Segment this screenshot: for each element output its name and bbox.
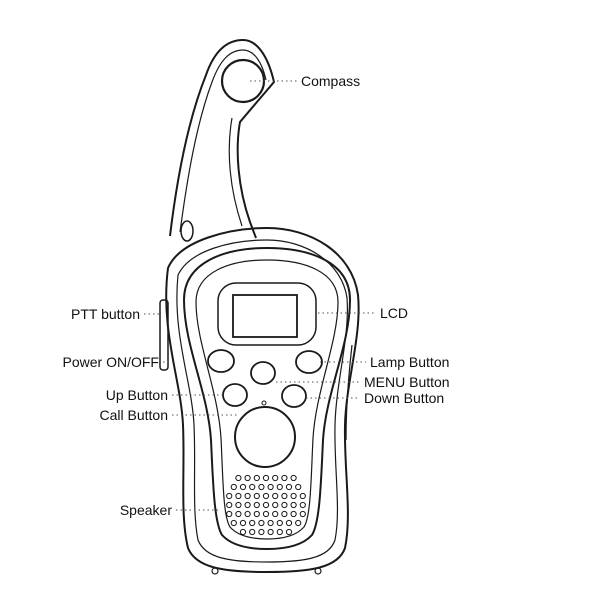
down-button — [281, 384, 307, 408]
device-drawing — [159, 38, 360, 575]
up-button — [222, 383, 248, 407]
antenna-side-button — [180, 220, 194, 242]
grille-hole — [253, 501, 260, 509]
grille-hole — [253, 510, 260, 518]
lcd-bezel — [217, 282, 317, 346]
grille-hole — [249, 519, 256, 527]
grille-hole — [244, 474, 251, 482]
grille-hole — [267, 483, 274, 491]
grille-hole — [226, 492, 233, 500]
grille-hole — [239, 483, 247, 491]
call-button-circle — [234, 406, 296, 468]
label-down: Down Button — [364, 390, 444, 406]
grille-hole — [249, 528, 256, 536]
grille-hole — [276, 528, 283, 536]
lcd-screen — [232, 294, 298, 338]
grille-hole — [253, 492, 260, 500]
antenna-inner-back — [228, 117, 243, 227]
compass-dial — [220, 58, 266, 104]
body-inner — [176, 239, 349, 563]
grille-hole — [272, 474, 279, 482]
grille-hole — [276, 519, 283, 527]
antenna-outer — [169, 38, 276, 239]
grille-hole — [258, 483, 265, 491]
grille-hole — [281, 492, 288, 500]
grille-hole — [235, 510, 242, 518]
speaker-grille — [226, 474, 306, 536]
right-grip-ridge — [345, 344, 353, 441]
grille-hole — [262, 501, 270, 509]
grille-hole — [290, 510, 297, 518]
grille-hole — [262, 474, 270, 482]
antenna-inner — [179, 49, 267, 233]
label-power: Power ON/OFF — [63, 354, 159, 370]
foot-left — [211, 567, 219, 575]
lamp-button — [295, 350, 323, 374]
grille-hole — [285, 519, 293, 527]
grille-hole — [258, 528, 265, 536]
grille-hole — [272, 492, 279, 500]
grille-hole — [235, 492, 242, 500]
grille-hole — [249, 483, 256, 491]
label-compass: Compass — [301, 73, 360, 89]
grille-hole — [272, 501, 279, 509]
menu-button — [250, 361, 276, 385]
grille-hole — [239, 528, 247, 536]
grille-hole — [285, 483, 293, 491]
grille-hole — [244, 492, 251, 500]
front-panel — [182, 246, 352, 551]
grille-hole — [226, 510, 233, 518]
grille-hole — [262, 492, 270, 500]
grille-hole — [299, 510, 306, 518]
grille-hole — [258, 519, 265, 527]
grille-hole — [244, 501, 251, 509]
indicator-dot — [261, 400, 267, 406]
grille-hole — [267, 519, 274, 527]
body-outer — [165, 226, 360, 574]
label-lcd: LCD — [380, 305, 408, 321]
grille-hole — [272, 510, 279, 518]
grille-hole — [295, 483, 302, 491]
label-ptt: PTT button — [71, 306, 140, 322]
label-speaker: Speaker — [120, 502, 172, 518]
grille-hole — [267, 528, 274, 536]
grille-hole — [299, 492, 306, 500]
front-panel-inner — [195, 259, 339, 540]
grille-hole — [253, 474, 260, 482]
grille-hole — [281, 474, 288, 482]
label-lamp: Lamp Button — [370, 354, 449, 370]
grille-hole — [235, 501, 242, 509]
grille-hole — [244, 510, 251, 518]
grille-hole — [299, 501, 306, 509]
grille-hole — [276, 483, 283, 491]
left-top-button — [207, 349, 235, 373]
grille-hole — [290, 492, 297, 500]
grille-hole — [290, 474, 297, 482]
grille-hole — [285, 528, 293, 536]
grille-hole — [230, 519, 237, 527]
leader-lines — [144, 80, 376, 511]
foot-right — [314, 567, 322, 575]
label-menu: MENU Button — [364, 374, 450, 390]
ptt-side-bar — [159, 299, 169, 371]
callout-labels: Compass LCD PTT button Power ON/OFF Lamp… — [63, 73, 450, 518]
grille-hole — [239, 519, 247, 527]
label-call: Call Button — [100, 407, 168, 423]
grille-hole — [226, 501, 233, 509]
grille-hole — [262, 510, 270, 518]
grille-hole — [281, 510, 288, 518]
grille-hole — [281, 501, 288, 509]
grille-hole — [290, 501, 297, 509]
grille-hole — [295, 519, 302, 527]
grille-hole — [235, 474, 242, 482]
label-up: Up Button — [106, 387, 168, 403]
grille-hole — [230, 483, 237, 491]
